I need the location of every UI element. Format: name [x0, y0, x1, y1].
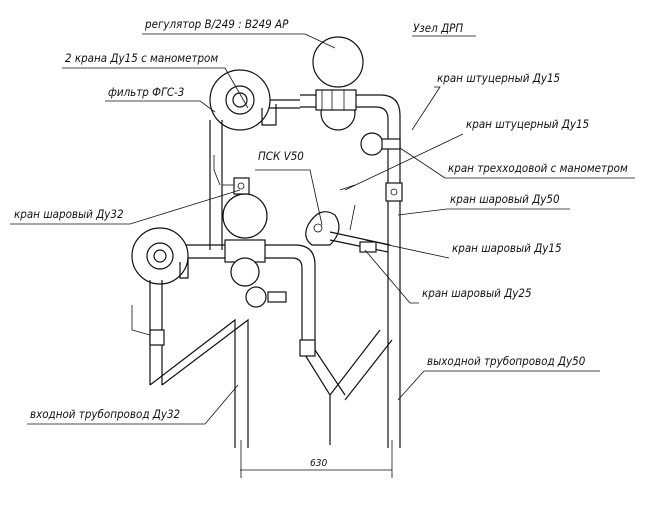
label-fitting-valve-2: кран штуцерный Ду15: [466, 117, 590, 131]
label-outlet-pipe: выходной трубопровод Ду50: [427, 354, 586, 368]
outlet-pipe: [300, 94, 403, 448]
lower-pipe: [245, 132, 401, 445]
label-ball-valve-15: кран шаровый Ду15: [452, 241, 562, 255]
drawing-title: Узел ДРП: [413, 21, 463, 35]
regulator: [312, 36, 364, 131]
upper-left-pipe: [209, 120, 268, 250]
label-fitting-valve-1: кран штуцерный Ду15: [437, 71, 561, 85]
inlet-pipe: [131, 280, 249, 448]
label-ball-valve-25: кран шаровый Ду25: [422, 286, 532, 300]
label-psk: ПСК V50: [258, 149, 304, 163]
dimension-630: 630: [240, 440, 393, 478]
label-ball-valve-32: кран шаровый Ду32: [14, 207, 124, 221]
label-two-valves: 2 крана Ду15 с манометром: [65, 51, 218, 65]
dimension-text: 630: [310, 458, 327, 469]
label-regulator: регулятор B/249 : B249 AP: [144, 17, 289, 31]
relief-valve: [305, 184, 391, 253]
label-ball-valve-50: кран шаровый Ду50: [450, 192, 560, 206]
inlet-manifold: [131, 227, 316, 350]
filter-top: [209, 69, 300, 131]
label-filter: фильтр ФГС-3: [108, 85, 184, 99]
label-inlet-pipe: входной трубопровод Ду32: [30, 407, 180, 421]
label-three-way-valve: кран трехходовой с манометром: [448, 161, 628, 175]
